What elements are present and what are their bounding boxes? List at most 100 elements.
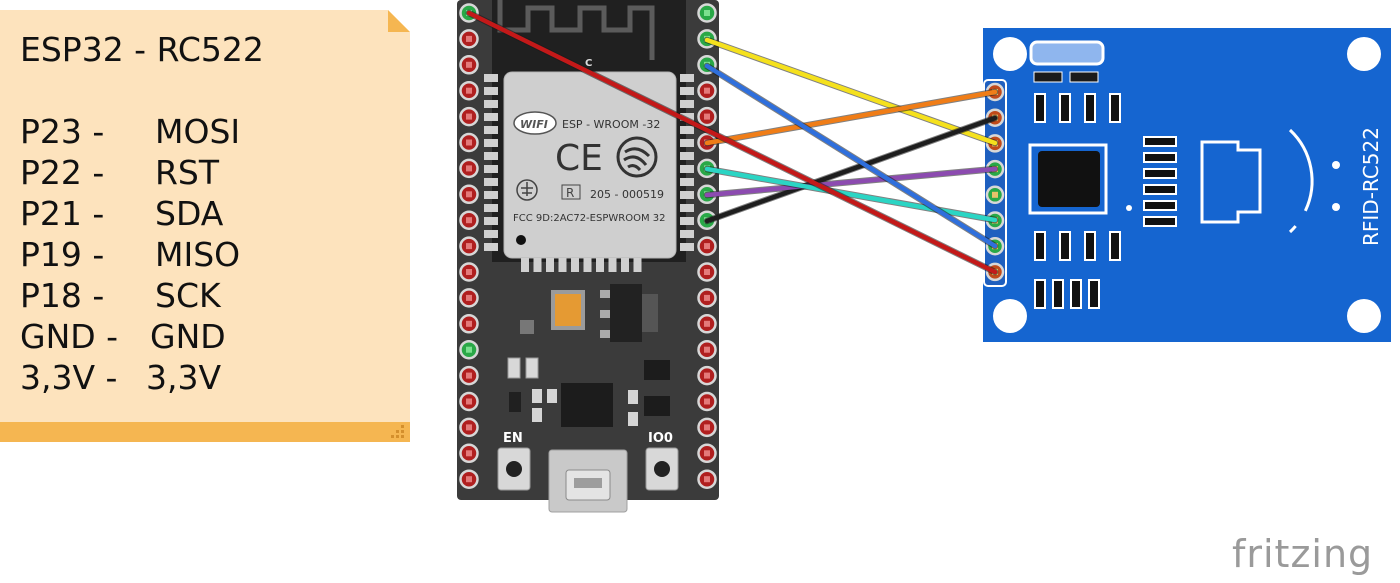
module-pad	[680, 217, 694, 225]
antenna-dot-2	[1332, 203, 1340, 211]
antenna-trace	[497, 0, 655, 60]
esp32-pin	[697, 365, 717, 386]
rfid-pin	[985, 185, 1005, 205]
smd-led-1	[507, 357, 521, 379]
cert-r-box	[561, 184, 581, 200]
smd-resistor-1	[532, 389, 542, 403]
note-row-esp-pin: P19 -	[20, 235, 105, 274]
smd-part-a	[1033, 71, 1063, 83]
module-pad	[484, 152, 498, 160]
esp32-pin	[459, 158, 479, 179]
rfid-rc522-board: RFID-RC522	[983, 28, 1391, 342]
module-pad	[484, 139, 498, 147]
note-bottom-strip	[0, 422, 410, 442]
note-row-rfid-pin: SCK	[155, 276, 221, 315]
esp32-pin	[459, 236, 479, 256]
rfid-capacitors-top	[1034, 93, 1121, 123]
esp32-pin	[459, 314, 479, 334]
voltage-regulator	[610, 284, 642, 342]
fritzing-watermark: fritzing	[1232, 532, 1374, 576]
mount-hole-tr	[1347, 37, 1381, 71]
pinout-note	[0, 10, 410, 442]
module-pad	[484, 100, 498, 108]
module-pad	[484, 191, 498, 199]
note-row-esp-pin: P22 -	[20, 153, 105, 192]
module-pad	[680, 87, 694, 95]
smd-resistor	[1143, 200, 1177, 211]
cert-r-mark: R	[566, 186, 574, 200]
wire-black-gnd	[703, 114, 999, 225]
module-pad	[680, 126, 694, 134]
esp32-pin	[459, 132, 479, 153]
cert-id-text: 205 - 000519	[590, 188, 664, 201]
smd-resistor-4	[628, 390, 638, 404]
module-pad	[571, 258, 579, 272]
module-pad	[546, 258, 554, 272]
en-button[interactable]	[497, 447, 531, 491]
smd-capacitor	[1034, 231, 1046, 261]
smd-capacitor	[1084, 231, 1096, 261]
note-row-rfid-pin: SDA	[155, 194, 224, 233]
module-pad	[680, 243, 694, 251]
note-title: ESP32 - RC522	[20, 30, 264, 69]
module-pad	[484, 165, 498, 173]
module-pad	[484, 243, 498, 251]
esp32-pin	[459, 55, 479, 75]
note-row-esp-pin: P23 -	[20, 112, 105, 151]
esp32-pin	[459, 288, 479, 308]
module-pad	[680, 152, 694, 160]
module-pad	[680, 204, 694, 212]
regulator-pad-3	[600, 330, 610, 338]
module-pads-bottom	[521, 258, 642, 272]
module-pad	[680, 165, 694, 173]
pin1-dot	[516, 235, 526, 245]
module-pad	[583, 258, 592, 272]
module-model-text: ESP - WROOM -32	[562, 118, 660, 131]
wifi-logo-icon: WIFI	[513, 111, 557, 135]
module-pad	[633, 258, 642, 272]
smd-resistor	[1143, 168, 1177, 179]
transistor-1	[644, 360, 670, 380]
module-pad	[484, 74, 498, 82]
io0-button[interactable]	[645, 447, 679, 491]
esp32-pin	[459, 210, 479, 230]
esp32-pin	[697, 262, 717, 282]
esp32-pin	[697, 106, 717, 127]
wire-blue-rst	[703, 62, 999, 250]
rc522-chip-outline	[1028, 143, 1108, 215]
regulator-pad-2	[600, 310, 610, 318]
module-pad	[484, 204, 498, 212]
smd-capacitor	[1052, 279, 1064, 309]
note-row-esp-pin: GND -	[20, 317, 119, 356]
rc522-chip	[1038, 151, 1100, 207]
smd-capacitor	[1084, 93, 1096, 123]
note-folded-corner	[388, 10, 410, 32]
esp32-pin	[459, 469, 479, 489]
esp32-pin	[459, 339, 479, 360]
module-pad	[558, 258, 567, 272]
espressif-logo-icon	[616, 136, 658, 178]
esp32-pin	[697, 417, 717, 438]
module-pads-left	[484, 74, 498, 251]
telec-mark-icon	[516, 179, 538, 201]
esp32-pin	[697, 391, 717, 412]
module-pad	[680, 230, 694, 238]
smd-capacitor	[1034, 279, 1046, 309]
wires	[465, 9, 999, 276]
esp32-pin	[697, 339, 717, 360]
esp32-pin	[697, 469, 717, 489]
esp32-pin	[697, 443, 717, 464]
smd-led-2	[525, 357, 539, 379]
smd-capacitor	[1059, 231, 1071, 261]
mount-hole-tl	[993, 37, 1027, 71]
smd-capacitor	[1059, 93, 1071, 123]
note-row-rfid-pin: 3,3V	[146, 358, 222, 397]
capacitor-tantalum	[551, 290, 585, 330]
wire-purple-sck	[703, 165, 999, 199]
esp32-pin	[697, 236, 717, 256]
io0-label: IO0	[648, 431, 673, 446]
note-row-rfid-pin: MISO	[155, 235, 241, 274]
esp32-pin	[697, 314, 717, 334]
smd-resistor	[1143, 152, 1177, 163]
module-pad	[484, 113, 498, 121]
